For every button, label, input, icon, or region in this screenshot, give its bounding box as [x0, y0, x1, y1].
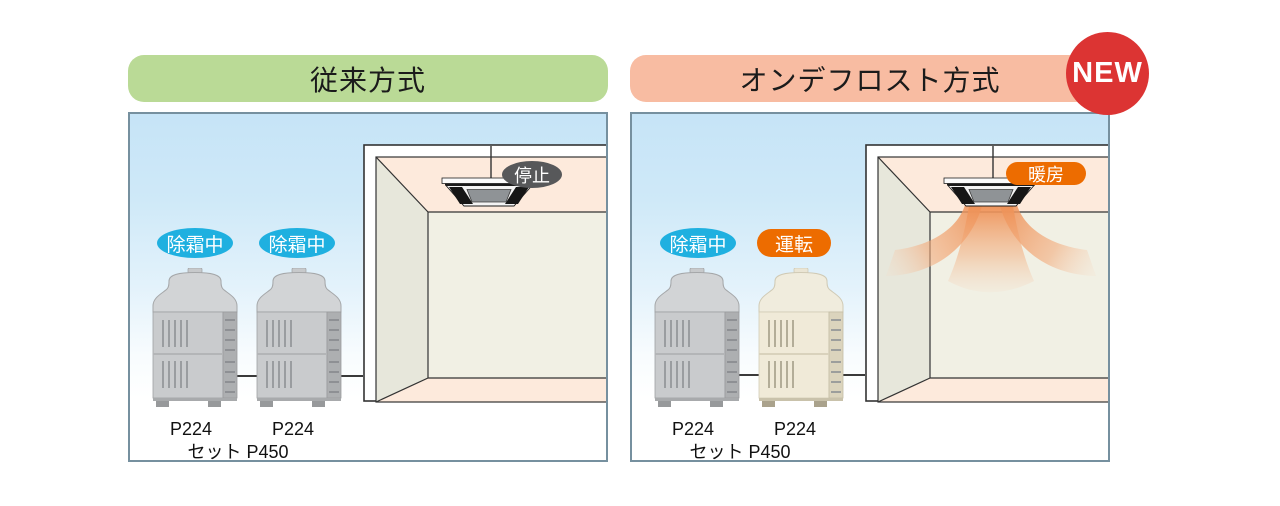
ondefrost-panel: 除霜中 運転: [630, 112, 1110, 462]
set-capacity-label: セット P450: [689, 442, 791, 462]
outdoor-unit: [152, 268, 238, 407]
side-vents-icon: [329, 319, 339, 393]
room-cutaway: [865, 144, 1108, 403]
capacity-label: P224: [169, 419, 213, 439]
side-vents-icon: [727, 319, 737, 393]
ceiling-cassette-unit: [943, 177, 1039, 207]
status-label: 運転: [774, 234, 813, 256]
ondefrost-method-title: オンデフロスト方式: [739, 64, 1001, 96]
status-label: 停止: [514, 165, 550, 186]
room-cutaway: [363, 144, 606, 403]
new-badge: NEW: [1066, 32, 1149, 115]
vent-slits-icon: [162, 320, 188, 388]
status-label: 暖房: [1028, 164, 1064, 185]
capacity-label: P224: [271, 419, 315, 439]
capacity-label: P224: [671, 419, 715, 439]
capacity-label: P224: [773, 419, 817, 439]
side-vents-icon: [225, 319, 235, 393]
status-badge-defrosting: 除霜中: [660, 228, 736, 258]
conventional-panel: 除霜中 除霜中: [128, 112, 608, 462]
outdoor-unit: [758, 268, 844, 407]
conventional-method-header: 従来方式: [128, 55, 608, 102]
status-badge-defrosting: 除霜中: [259, 228, 335, 258]
warm-airflow-streams: [886, 205, 1096, 293]
vent-slits-icon: [266, 320, 292, 388]
status-label: 除霜中: [166, 234, 224, 256]
new-badge-label: NEW: [1072, 57, 1143, 89]
status-badge-stopped: 停止: [502, 161, 562, 188]
set-capacity-label: セット P450: [187, 442, 289, 462]
status-label: 除霜中: [268, 234, 326, 256]
ceiling-cassette-unit: [441, 177, 537, 207]
outdoor-unit: [256, 268, 342, 407]
vent-slits-icon: [768, 320, 794, 388]
outdoor-unit: [654, 268, 740, 407]
ondefrost-method-header: オンデフロスト方式: [630, 55, 1110, 102]
status-badge-operating: 運転: [757, 229, 831, 257]
vent-slits-icon: [664, 320, 690, 388]
status-label: 除霜中: [669, 234, 727, 256]
side-vents-icon: [831, 319, 841, 393]
status-badge-heating: 暖房: [1006, 162, 1086, 185]
conventional-method-title: 従来方式: [309, 64, 426, 96]
status-badge-defrosting: 除霜中: [157, 228, 233, 258]
